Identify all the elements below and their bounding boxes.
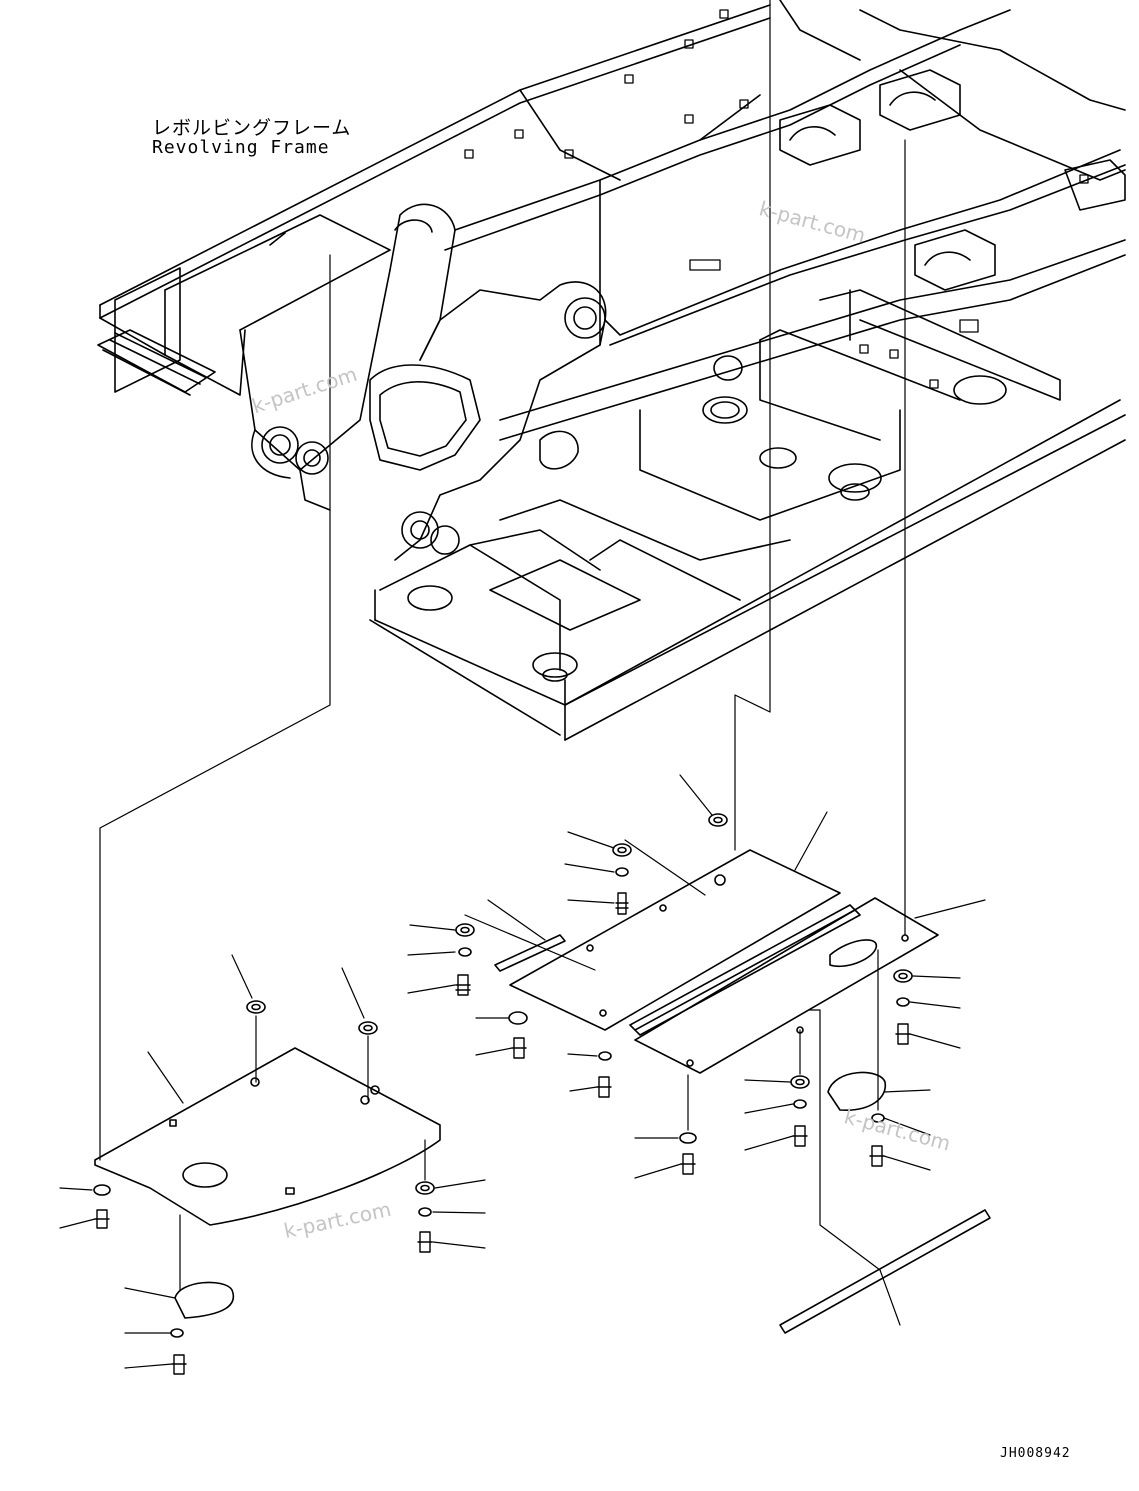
reference-lines xyxy=(99,0,906,1291)
washers xyxy=(93,813,913,1338)
right-cover-plate xyxy=(634,897,939,1074)
right-small-cover xyxy=(827,1071,887,1111)
drawing-number: JH008942 xyxy=(1000,1446,1071,1461)
middle-cover-plate xyxy=(509,849,841,1031)
left-cover-plate xyxy=(94,1047,441,1226)
bolts xyxy=(94,892,911,1375)
leader-lines xyxy=(59,774,986,1369)
middle-seal-strip xyxy=(629,904,861,1036)
frame-label-japanese: レボルビングフレーム xyxy=(152,117,352,139)
frame-label-english: Revolving Frame xyxy=(152,137,330,158)
long-seal-strip xyxy=(779,1209,991,1334)
left-small-cover xyxy=(174,1281,235,1319)
cover-parts xyxy=(94,849,991,1334)
revolving-frame xyxy=(97,0,1126,741)
small-seal-strip xyxy=(494,934,566,972)
